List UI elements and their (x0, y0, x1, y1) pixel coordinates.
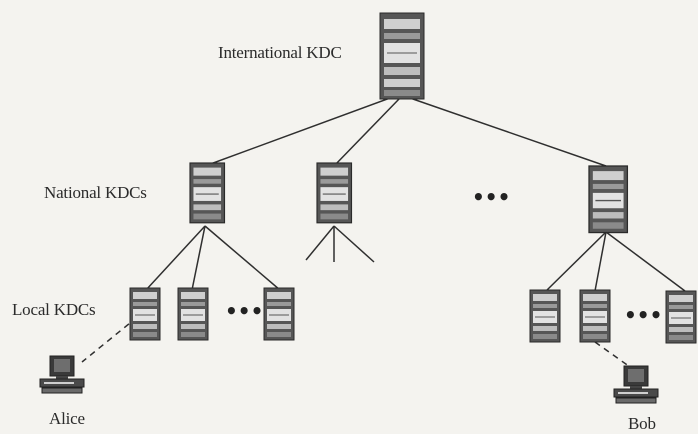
national-kdcs-label: National KDCs (44, 183, 147, 202)
national-kdc-server-icon (588, 165, 629, 234)
national-kdc-server-icon (189, 162, 226, 224)
local-kdc-server-icon (177, 287, 209, 341)
local-kdcs-label: Local KDCs (12, 300, 96, 319)
alice-computer-icon (39, 355, 85, 394)
alice-label: Alice (49, 409, 85, 428)
bob-computer-icon (613, 365, 659, 404)
local-kdc-server-icon (529, 289, 561, 343)
local-ellipsis-right: ••• (624, 303, 662, 327)
local-ellipsis-left: ••• (225, 299, 263, 323)
bob-label: Bob (628, 414, 656, 433)
local-kdc-server-icon (579, 289, 611, 343)
international-kdc-server-icon (379, 12, 425, 100)
international-kdc-label: International KDC (218, 43, 342, 62)
local-kdc-server-icon (129, 287, 161, 341)
local-kdc-server-icon (263, 287, 295, 341)
hierarchy-links (145, 97, 686, 292)
national-ellipsis: ••• (472, 185, 510, 209)
national-kdc-server-icon (316, 162, 353, 224)
local-kdc-server-icon (665, 290, 697, 344)
